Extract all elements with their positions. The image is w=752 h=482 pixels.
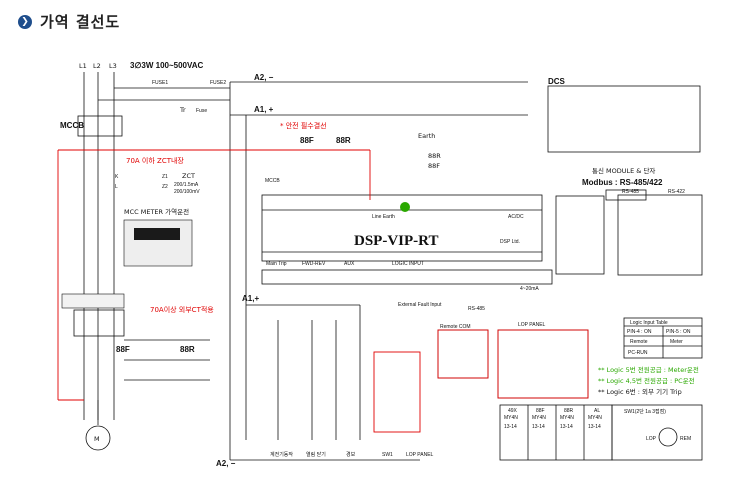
external-fault-label: External Fault Input (398, 302, 442, 308)
logic-cell: PIN-5 : ON (666, 329, 691, 335)
zct-spec2: 200/100mV (174, 189, 200, 195)
logic-table-title: Logic Input Table (630, 320, 668, 326)
label-l: L (115, 184, 118, 190)
label-mccb: MCCB (60, 121, 84, 130)
relay-sub: MY4N (504, 415, 518, 421)
rs422-col: RS-422 (668, 189, 685, 195)
label-a2-bottom: A2, − (216, 459, 236, 468)
rs485-col: RS-485 (622, 189, 639, 195)
label-l3: L3 (109, 62, 117, 70)
remote-com-label: Remote COM (440, 324, 471, 330)
bottom-sw-label: SW1 (382, 452, 393, 458)
label-88r: 88R (336, 136, 351, 145)
logic-cell: PC-RUN (628, 350, 648, 356)
device-maker: DSP Ltd. (500, 239, 520, 245)
label-earth: Earth (418, 132, 435, 140)
safety-note: * 안전 필수결선 (280, 121, 327, 130)
ct-note: 70A이상 외부CT적용 (150, 305, 214, 314)
label-a1-mid: A1,+ (242, 294, 259, 303)
logic-cell: Meter (670, 339, 683, 345)
label-zct: ZCT (182, 172, 195, 180)
zct-spec1: 200/1.5mA (174, 182, 199, 188)
relay-sub: MY4N (532, 415, 546, 421)
label-motor-88r: 88R (180, 345, 195, 354)
supply-spec: 3∅3W 100~500VAC (130, 61, 204, 70)
note-3: ** Logic 6번 : 외부 기기 Trip (598, 387, 682, 396)
label-l2: L2 (93, 62, 101, 70)
relay-pins: 13-14 (588, 424, 601, 430)
relay-pins: 13-14 (560, 424, 573, 430)
page-title: 가역 결선도 (40, 13, 121, 31)
bottom-lop-label: LOP PANEL (406, 452, 434, 458)
label-88f-b: 88F (428, 162, 440, 170)
bullet-icon: ❯ (18, 14, 32, 29)
relay-sub: MY4N (588, 415, 602, 421)
label-l1: L1 (79, 62, 87, 70)
switch-note: SW1(2단 1a 3접점) (624, 408, 666, 415)
logic-cell: PIN-4 : ON (627, 329, 652, 335)
label-z2: Z2 (162, 184, 168, 190)
switch-lop: LOP (646, 436, 657, 442)
label-fuse2: FUSE2 (210, 80, 226, 86)
lop-panel-label: LOP PANEL (518, 322, 546, 328)
label-fuse: Fuse (196, 108, 207, 114)
label-fwd-rev: FWD-REV (302, 261, 326, 267)
label-rs485-term: RS-485 (468, 306, 485, 312)
label-88r-b: 88R (428, 152, 441, 160)
logic-cell: Remote (630, 339, 648, 345)
relay-name: 88F (536, 408, 545, 414)
label-aux: AUX (344, 261, 355, 267)
label-ac-dc: AC/DC (508, 214, 524, 220)
label-k: K (115, 174, 119, 180)
label-mccb-controller: MCCB (265, 178, 280, 184)
comm-title: 통신 MODULE & 단자 (592, 166, 655, 175)
label-z1: Z1 (162, 174, 168, 180)
section-header: ❯ 가역 결선도 (18, 11, 120, 32)
label-main-trip: Main Trip (266, 261, 287, 267)
output-4-20-label: 4~20mA (520, 286, 539, 292)
bottom-alarm-label: 경보 (346, 451, 356, 458)
zct-note: 70A 이하 ZCT내장 (126, 156, 184, 165)
note-2: ** Logic 4,5번 전원공급 : PC운전 (598, 376, 695, 385)
label-88f: 88F (300, 136, 314, 145)
dcs-label: DCS (548, 77, 566, 86)
relay-sub: MY4N (560, 415, 574, 421)
label-a2-top: A2, − (254, 73, 274, 82)
relay-name: 49X (508, 408, 518, 414)
relay-name: 88R (564, 408, 574, 414)
relay-pins: 13-14 (504, 424, 517, 430)
relay-name: AL (594, 408, 600, 414)
label-motor-88f: 88F (116, 345, 130, 354)
label-logic-input: LOGIC INPUT (392, 261, 424, 267)
bottom-open-label: 열림 닫기 (306, 451, 326, 458)
label-fuse1: FUSE1 (152, 80, 168, 86)
bottom-trip-label: 계전기동작 (270, 451, 293, 458)
label-tr: Tr (179, 106, 186, 114)
mcc-meter-label: MCC METER 가역운전 (124, 207, 189, 216)
label-line-earth: Line Earth (372, 214, 395, 220)
relay-pins: 13-14 (532, 424, 545, 430)
motor-label: M (94, 435, 100, 443)
label-a1-top: A1, + (254, 105, 274, 114)
device-model: DSP-VIP-RT (354, 233, 438, 249)
modbus-label: Modbus : RS-485/422 (582, 178, 663, 187)
switch-rem: REM (680, 436, 691, 442)
note-1: ** Logic 5번 전원공급 : Meter운전 (598, 365, 699, 374)
